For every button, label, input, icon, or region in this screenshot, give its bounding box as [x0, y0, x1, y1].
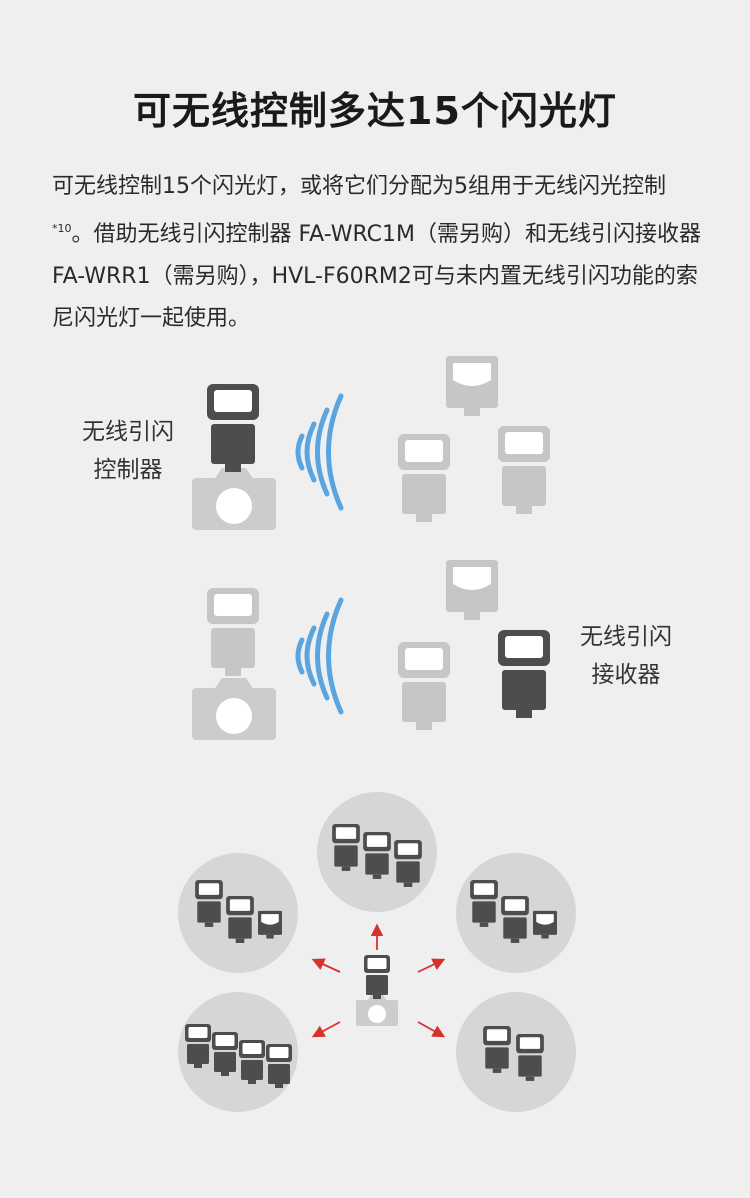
flash-icon: [398, 434, 450, 522]
description-text-1: 可无线控制15个闪光灯，或将它们分配为5组用于无线闪光控制: [52, 174, 666, 199]
flash-icon: [195, 880, 223, 927]
description-text-2: 。借助无线引闪控制器 FA-WRC1M（需另购）和无线引闪接收器 FA-WRR1…: [52, 222, 702, 331]
flash-icon: [212, 1032, 238, 1076]
wireless-signal-icon: [295, 597, 344, 715]
remote-flashes-group: [398, 560, 550, 730]
group-circle-left-lower: [178, 992, 298, 1112]
flash-icon: [446, 560, 498, 620]
camera-with-flash: [192, 588, 276, 740]
center-camera-with-controller: [356, 955, 398, 1026]
flash-icon: [483, 1026, 511, 1073]
flash-icon: [516, 1034, 544, 1081]
footnote-ref: *10: [52, 222, 72, 235]
group-circle-right-upper: [456, 853, 576, 973]
flash-icon: [239, 1040, 265, 1084]
flash-icon: [207, 588, 259, 676]
remote-flashes-group: [398, 356, 550, 522]
flash-icon: [258, 910, 282, 939]
camera-icon: [192, 678, 276, 740]
flash-icon: [332, 824, 360, 871]
wireless-signal-icon: [295, 393, 344, 511]
flash-icon: [394, 840, 422, 887]
flash-icon: [470, 880, 498, 927]
group-circle-left-upper: [178, 853, 298, 973]
flash-icon: [226, 896, 254, 943]
controller-label: 无线引闪 控制器: [82, 419, 174, 483]
flash-icon: [398, 642, 450, 730]
flash-icon: [501, 896, 529, 943]
flash-icon: [266, 1044, 292, 1088]
page-title: 可无线控制多达15个闪光灯: [133, 89, 617, 133]
camera-with-controller: [192, 384, 276, 530]
flash-icon: [498, 630, 550, 718]
group-circle-right-lower: [456, 992, 576, 1112]
camera-icon: [192, 468, 276, 530]
flash-icon: [498, 426, 550, 514]
description: 可无线控制15个闪光灯，或将它们分配为5组用于无线闪光控制 *10。借助无线引闪控…: [52, 166, 702, 340]
flash-icon: [185, 1024, 211, 1068]
flash-icon: [207, 384, 259, 472]
camera-icon: [356, 995, 398, 1026]
group-circle-top: [317, 792, 437, 912]
receiver-label: 无线引闪 接收器: [580, 624, 672, 688]
flash-icon: [446, 356, 498, 416]
flash-icon: [363, 832, 391, 879]
flash-icon: [533, 910, 557, 939]
arrow-icon: [311, 923, 446, 1038]
flash-icon: [364, 955, 390, 999]
